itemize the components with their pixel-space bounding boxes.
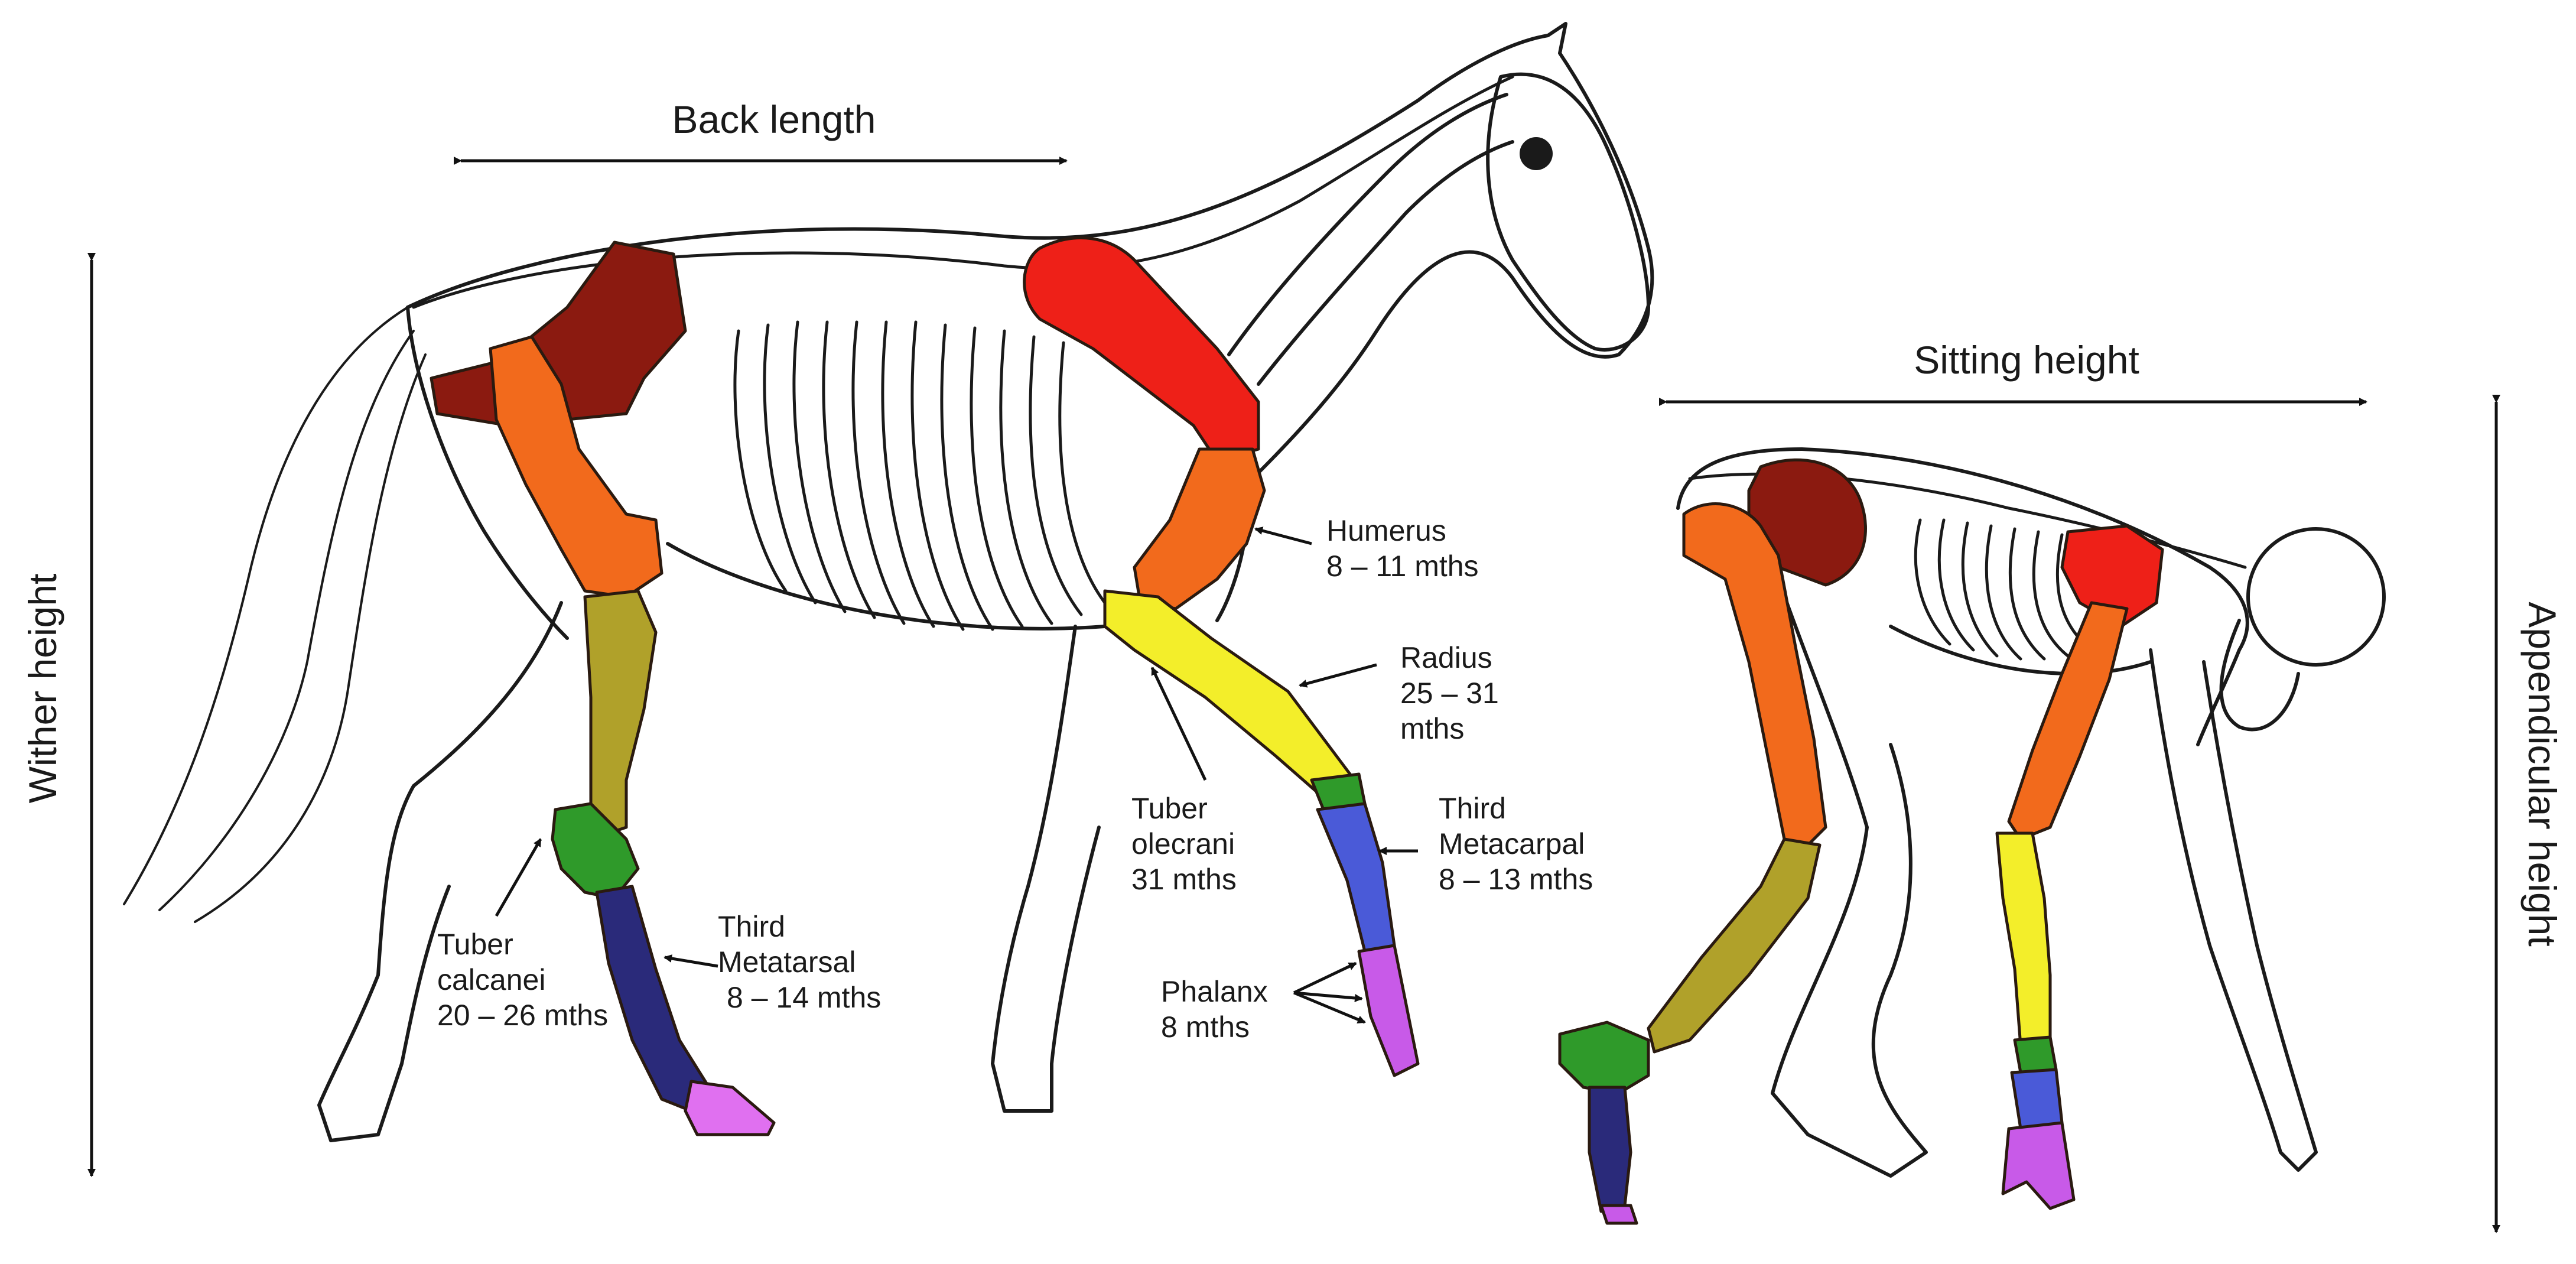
humerus-annotation: Humerus 8 – 11 mths — [1254, 514, 1479, 583]
human-scapula-bone — [2060, 524, 2164, 628]
human-radius-bone — [1995, 831, 2052, 1048]
human-metacarpal-bone — [2010, 1068, 2064, 1130]
phalanx-leader-arrow-3 — [1293, 991, 1366, 1024]
appendicular-height-label: Appendicular height — [2520, 602, 2564, 946]
standing-horse-belly — [666, 542, 1107, 631]
radius-annotation: Radius 25 – 31 mths — [1299, 641, 1507, 745]
crouching-human-skeleton — [1558, 447, 2386, 1225]
radius-label: Radius 25 – 31 mths — [1400, 641, 1507, 745]
third-metacarpal-label: Third Metacarpal 8 – 13 mths — [1439, 792, 1593, 896]
standing-horse-outline — [406, 22, 1654, 622]
standing-horse-tail — [123, 306, 427, 923]
humerus-leader-arrow — [1254, 527, 1312, 545]
phalanx-label: Phalanx 8 mths — [1161, 975, 1276, 1044]
standing-horse-neck-vertebrae — [1227, 93, 1514, 386]
tuber-olecrani-label: Tuber olecrani 31 mths — [1131, 792, 1243, 896]
human-tibia-bone — [1647, 837, 1822, 1054]
appendicular-height-dimension: Appendicular height — [2492, 395, 2564, 1233]
tibia-bone — [583, 589, 658, 841]
third-metatarsal-bone — [595, 885, 711, 1113]
human-carpus-bone — [2013, 1035, 2058, 1074]
humerus-label: Humerus 8 – 11 mths — [1326, 514, 1479, 583]
tuber-calcanei-leader-arrow — [495, 838, 542, 917]
sitting-height-dimension: Sitting height — [1659, 338, 2367, 406]
standing-fore-leg-far — [991, 625, 1101, 1113]
phalanx-leader-arrow-1 — [1293, 961, 1357, 995]
third-metacarpal-annotation: Third Metacarpal 8 – 13 mths — [1378, 792, 1593, 896]
third-metatarsal-leader-arrow — [663, 954, 718, 968]
third-metatarsal-label: Third Metatarsal 8 – 14 mths — [718, 910, 881, 1014]
radius-bone — [1103, 589, 1361, 800]
hind-phalanx-bone — [684, 1080, 776, 1136]
tuber-olecrani-leader-arrow — [1150, 667, 1207, 781]
sitting-height-label: Sitting height — [1914, 338, 2139, 382]
femur-bone — [489, 335, 663, 599]
human-jaw — [2219, 619, 2300, 732]
standing-horse-spine — [412, 75, 1514, 309]
tuber-calcanei-label: Tuber calcanei 20 – 26 mths — [437, 928, 608, 1032]
standing-hind-leg-far — [317, 601, 563, 1142]
tuber-olecrani-annotation: Tuber olecrani 31 mths — [1131, 667, 1243, 896]
scapula-bone — [1023, 236, 1260, 463]
human-metatarsal-bone — [1588, 1086, 1632, 1213]
wither-height-label: Wither height — [21, 574, 64, 804]
back-length-label: Back length — [672, 98, 876, 141]
human-femur-bone — [1682, 502, 1827, 847]
phalanx-leader-arrow-2 — [1293, 991, 1363, 1002]
phalanx-annotation: Phalanx 8 mths — [1161, 961, 1366, 1044]
fore-phalanx-bone — [1357, 944, 1420, 1077]
standing-horse-skeleton — [123, 22, 1654, 1142]
human-toe-bone — [1599, 1204, 1638, 1225]
wither-height-dimension: Wither height — [21, 253, 96, 1177]
human-far-arm — [2149, 648, 2318, 1172]
human-skull — [2246, 527, 2386, 667]
human-humerus-bone — [2007, 601, 2129, 841]
humerus-bone — [1133, 447, 1266, 610]
third-metatarsal-annotation: Third Metatarsal 8 – 14 mths — [663, 910, 881, 1014]
third-metacarpal-bone — [1316, 802, 1396, 953]
standing-horse-eye-socket — [1520, 137, 1553, 170]
tuber-calcanei-annotation: Tuber calcanei 20 – 26 mths — [437, 838, 608, 1032]
radius-leader-arrow — [1299, 663, 1377, 688]
standing-horse-ribcage — [733, 320, 1107, 631]
standing-horse-skull — [1486, 72, 1650, 352]
human-finger-bone — [2001, 1121, 2076, 1210]
back-length-dimension: Back length — [454, 98, 1068, 165]
human-calcaneus-bone — [1558, 1021, 1650, 1095]
human-far-leg — [1771, 560, 1928, 1178]
human-torso-lower — [1889, 625, 2152, 675]
human-body-outline — [1676, 447, 2249, 746]
